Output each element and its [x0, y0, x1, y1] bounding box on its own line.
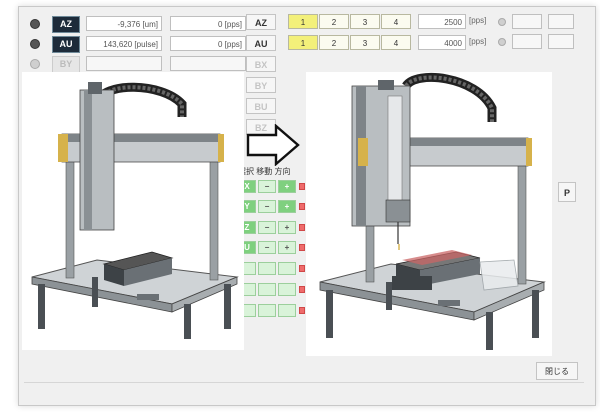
- jog-minus-y[interactable]: −: [258, 200, 276, 213]
- gantry-robot-icon: [31, 82, 239, 339]
- stop-indicator: [299, 224, 305, 231]
- small-field[interactable]: [548, 34, 574, 49]
- preset-3-button[interactable]: 3: [350, 14, 380, 29]
- preset-2-button[interactable]: 2: [319, 35, 349, 50]
- position-field-az: -9,376 [um]: [86, 16, 162, 31]
- jog-minus-empty[interactable]: [258, 262, 276, 275]
- axis-row-au: AU 143,620 [pulse] 0 [pps]: [30, 34, 246, 54]
- preset-2-button[interactable]: 2: [319, 14, 349, 29]
- status-led: [30, 59, 40, 69]
- unit-label: [pps]: [469, 37, 487, 46]
- status-led: [30, 39, 40, 49]
- status-led: [498, 38, 506, 46]
- axis-label-au: AU: [52, 36, 80, 53]
- close-button[interactable]: 閉じる: [536, 362, 578, 380]
- axis-button-au[interactable]: AU: [246, 35, 276, 51]
- stop-indicator: [299, 244, 305, 251]
- jog-minus-x[interactable]: −: [258, 180, 276, 193]
- stop-indicator: [299, 183, 305, 190]
- speed-field-az: 0 [pps]: [170, 16, 246, 31]
- preset-speed-field[interactable]: 4000: [418, 35, 466, 50]
- jog-plus-empty[interactable]: [278, 304, 296, 317]
- preset-4-button[interactable]: 4: [381, 14, 411, 29]
- preset-1-button[interactable]: 1: [288, 35, 318, 50]
- axis-label-by: BY: [52, 56, 80, 73]
- right-arrow-icon: [246, 123, 300, 167]
- stop-indicator: [299, 203, 305, 210]
- speed-field-au: 0 [pps]: [170, 36, 246, 51]
- preset-4-button[interactable]: 4: [381, 35, 411, 50]
- position-field-au: 143,620 [pulse]: [86, 36, 162, 51]
- status-led: [30, 19, 40, 29]
- axis-button-by[interactable]: BY: [246, 77, 276, 93]
- stop-indicator: [299, 265, 305, 272]
- small-field[interactable]: [512, 34, 542, 49]
- jog-plus-empty[interactable]: [278, 262, 296, 275]
- jog-minus-empty[interactable]: [258, 283, 276, 296]
- side-button[interactable]: P: [558, 182, 576, 202]
- axis-button-bx[interactable]: BX: [246, 56, 276, 72]
- axis-row-az: AZ -9,376 [um] 0 [pps]: [30, 14, 246, 34]
- unit-label: [pps]: [469, 16, 487, 25]
- jog-plus-x[interactable]: +: [278, 180, 296, 193]
- jog-minus-z[interactable]: −: [258, 221, 276, 234]
- jog-plus-empty[interactable]: [278, 283, 296, 296]
- jog-plus-y[interactable]: +: [278, 200, 296, 213]
- axis-button-bu[interactable]: BU: [246, 98, 276, 114]
- jog-minus-u[interactable]: −: [258, 241, 276, 254]
- small-field[interactable]: [512, 14, 542, 29]
- axis-button-az[interactable]: AZ: [246, 14, 276, 30]
- speed-field-by: [170, 56, 246, 71]
- gantry-dispensing-icon: [319, 72, 546, 350]
- preset-row-2: 1 2 3 4 4000 [pps]: [288, 34, 488, 54]
- preset-1-button[interactable]: 1: [288, 14, 318, 29]
- small-field[interactable]: [548, 14, 574, 29]
- status-led: [498, 18, 506, 26]
- axis-row-by: BY: [30, 54, 246, 74]
- jog-plus-z[interactable]: +: [278, 221, 296, 234]
- position-field-by: [86, 56, 162, 71]
- preset-row-1: 1 2 3 4 2500 [pps]: [288, 13, 488, 33]
- axis-label-az: AZ: [52, 16, 80, 33]
- jog-minus-empty[interactable]: [258, 304, 276, 317]
- jog-plus-u[interactable]: +: [278, 241, 296, 254]
- gantry-illustration-right: [306, 72, 552, 356]
- stop-indicator: [299, 286, 305, 293]
- preset-3-button[interactable]: 3: [350, 35, 380, 50]
- preset-speed-field[interactable]: 2500: [418, 14, 466, 29]
- stop-indicator: [299, 307, 305, 314]
- divider: [24, 382, 584, 383]
- jog-header: 選択 移動 方向: [238, 167, 291, 176]
- gantry-illustration-left: [22, 72, 244, 350]
